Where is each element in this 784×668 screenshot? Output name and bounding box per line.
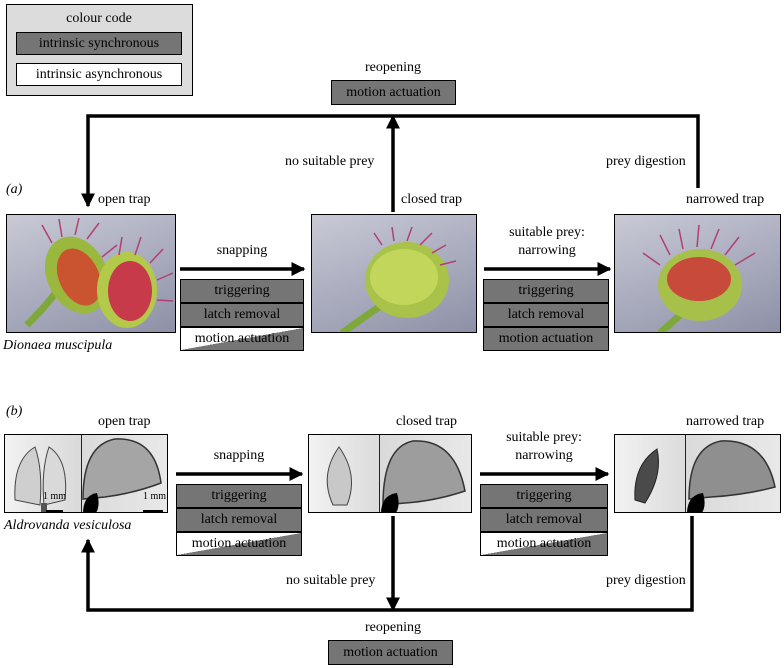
legend-synchronous: intrinsic synchronous bbox=[16, 32, 182, 55]
narrowed-trap-label-a: narrowed trap bbox=[686, 192, 765, 207]
colour-code-legend: colour code intrinsic synchronous intrin… bbox=[6, 4, 193, 96]
panel-label-a: (a) bbox=[6, 182, 23, 197]
photo-closed-trap-a bbox=[311, 214, 477, 333]
open-trap-label-a: open trap bbox=[98, 192, 151, 207]
narrowing-label-a-line1: suitable prey: bbox=[509, 225, 585, 240]
aldrovanda-narrowed-image bbox=[634, 435, 776, 512]
narrowed-trap-label-b: narrowed trap bbox=[686, 414, 765, 429]
motion-actuation-box-a1: motion actuation bbox=[180, 327, 304, 351]
scale-bar-label-2: 1 mm bbox=[143, 491, 167, 502]
latch-removal-box-a1: latch removal bbox=[180, 303, 304, 327]
latch-removal-box-b2: latch removal bbox=[480, 508, 608, 532]
species-label-a: Dionaea muscipula bbox=[3, 338, 113, 353]
legend-title: colour code bbox=[66, 11, 132, 26]
reopening-label-b: reopening bbox=[365, 620, 421, 635]
venus-flytrap-closed-image bbox=[339, 226, 457, 332]
legend-asynchronous: intrinsic asynchronous bbox=[16, 63, 182, 86]
prey-digestion-label-b: prey digestion bbox=[606, 573, 686, 588]
latch-removal-box-b1: latch removal bbox=[176, 508, 302, 532]
venus-flytrap-open-image bbox=[24, 217, 174, 328]
snapping-label-b: snapping bbox=[213, 448, 265, 463]
photo-open-trap-b: 1 mm 1 mm bbox=[4, 434, 168, 513]
reopen-motion-box-b: motion actuation bbox=[328, 640, 453, 665]
narrowing-label-a-line2: narrowing bbox=[518, 243, 576, 258]
venus-flytrap-narrowed-image bbox=[642, 224, 756, 332]
motion-actuation-box-b2: motion actuation bbox=[480, 532, 608, 556]
latch-removal-box-a2: latch removal bbox=[483, 303, 609, 327]
motion-actuation-box-a2: motion actuation bbox=[483, 327, 609, 351]
reopen-motion-box-a: motion actuation bbox=[331, 80, 456, 105]
triggering-box-b1: triggering bbox=[176, 484, 302, 508]
reopening-label-a: reopening bbox=[365, 60, 421, 75]
photo-narrowed-trap-a bbox=[614, 214, 781, 333]
photo-closed-trap-b bbox=[308, 434, 472, 513]
triggering-box-b2: triggering bbox=[480, 484, 608, 508]
aldrovanda-closed-image bbox=[326, 435, 466, 512]
scale-bar-label-1: 1 mm bbox=[43, 491, 67, 502]
narrowing-label-b-line2: narrowing bbox=[515, 448, 573, 463]
snapping-label-a: snapping bbox=[216, 243, 268, 258]
panel-label-b: (b) bbox=[6, 404, 23, 419]
narrowing-label-b-line1: suitable prey: bbox=[506, 430, 582, 445]
closed-trap-label-b: closed trap bbox=[396, 414, 458, 429]
photo-open-trap-a bbox=[6, 214, 176, 333]
triggering-box-a2: triggering bbox=[483, 279, 609, 303]
open-trap-label-b: open trap bbox=[98, 414, 151, 429]
no-prey-label-b: no suitable prey bbox=[286, 573, 376, 588]
no-prey-label-a: no suitable prey bbox=[285, 154, 375, 169]
closed-trap-label-a: closed trap bbox=[401, 192, 463, 207]
motion-actuation-box-b1: motion actuation bbox=[176, 532, 302, 556]
prey-digestion-label-a: prey digestion bbox=[606, 154, 686, 169]
species-label-b: Aldrovanda vesiculosa bbox=[4, 518, 132, 533]
photo-narrowed-trap-b bbox=[614, 434, 781, 513]
triggering-box-a1: triggering bbox=[180, 279, 304, 303]
aldrovanda-open-image bbox=[14, 435, 163, 512]
